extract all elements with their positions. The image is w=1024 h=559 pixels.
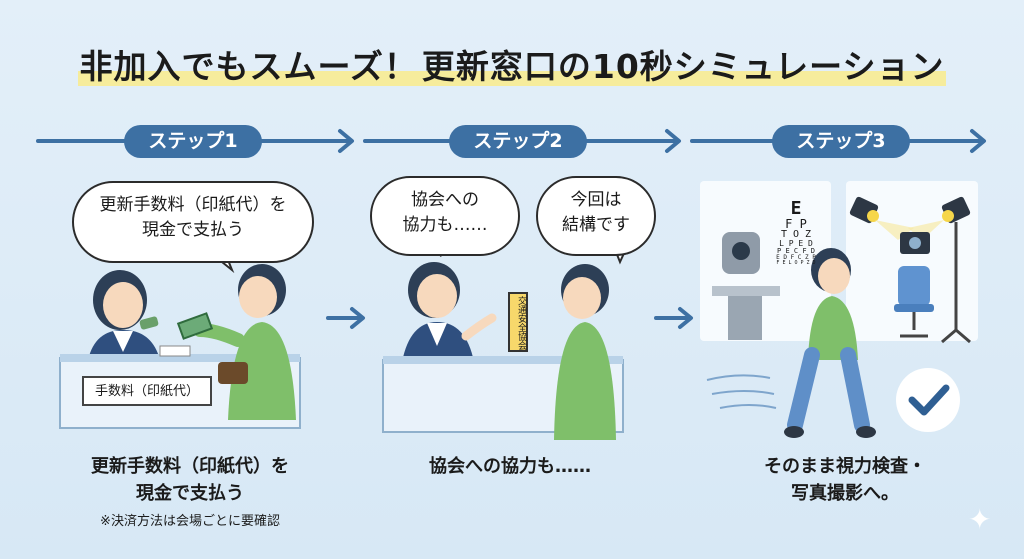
caption-step3: そのまま視力検査・ 写真撮影へ。 xyxy=(700,453,990,507)
cash-icon xyxy=(176,312,214,340)
customer-figure-2 xyxy=(554,264,616,440)
flow-arrowhead-1 xyxy=(350,307,365,329)
title-part1: 非加入でもスムーズ！ xyxy=(77,47,420,86)
timeline-arrowhead-3 xyxy=(970,129,986,153)
speech-bubble-1: 更新手数料（印紙代）を 現金で支払う xyxy=(72,181,314,263)
vision-machine xyxy=(712,232,780,340)
page-title: 非加入でもスムーズ！更新窓口の10秒シミュレーション xyxy=(0,40,1024,88)
timeline-arrowhead-2 xyxy=(665,129,681,153)
caption-step2: 協会への協力も…… xyxy=(429,456,591,477)
walking-person xyxy=(784,248,876,438)
bubble-1-line1: 更新手数料（印紙代）を xyxy=(99,195,287,215)
step-label-1: ステップ1 xyxy=(124,125,262,158)
sparkle-icon: ✦ xyxy=(968,503,992,536)
wallet-icon xyxy=(218,362,248,384)
bubble-2a-line1: 協会への xyxy=(411,190,479,210)
check-icon xyxy=(908,384,950,416)
caption-1-line2: 現金で支払う xyxy=(136,483,244,504)
caption-3-line2: 写真撮影へ。 xyxy=(791,483,899,504)
bubble-1-line2: 現金で支払う xyxy=(142,220,244,240)
customer-figure-1 xyxy=(176,264,296,420)
eye-chart-row: F E L O P Z D xyxy=(776,260,816,266)
studio-light-right xyxy=(908,196,971,344)
eye-chart-row: P E C F D xyxy=(777,247,815,255)
title-part2: 更新窓口の10秒シミュレーション xyxy=(419,47,947,86)
timeline-arrowhead-1 xyxy=(338,129,354,153)
eye-chart-row: F P xyxy=(785,217,807,231)
counter-top-1 xyxy=(60,354,300,362)
check-circle xyxy=(896,368,960,432)
payment-note: ※決済方法は会場ごとに要確認 xyxy=(100,514,280,529)
caption-3-line1: そのまま視力検査・ xyxy=(764,456,926,477)
caption-step1: 更新手数料（印紙代）を 現金で支払う xyxy=(40,453,340,507)
fee-sign: 手数料（印紙代） xyxy=(82,376,212,406)
eye-chart-row: E xyxy=(790,198,802,219)
speech-bubble-2a: 協会への 協力も…… xyxy=(370,176,520,256)
step-label-3: ステップ3 xyxy=(772,125,910,158)
eye-chart: E F P T O Z L P E D P E C F D E D F C Z … xyxy=(766,200,826,266)
bubble-2a-line2: 協力も…… xyxy=(402,215,488,235)
motion-lines xyxy=(706,374,777,409)
card-reader xyxy=(159,345,191,357)
clerk-figure-2 xyxy=(402,262,497,362)
camera-icon xyxy=(900,232,930,254)
counter-top-2 xyxy=(383,356,623,364)
speech-bubble-2b: 今回は 結構です xyxy=(536,176,656,256)
bubble-2b-line1: 今回は xyxy=(570,190,622,210)
eye-chart-row: T O Z xyxy=(780,229,812,240)
bubble-2b-line2: 結構です xyxy=(562,215,630,235)
association-sign: 交通安全協会 xyxy=(508,292,528,352)
step-label-2: ステップ2 xyxy=(449,125,587,158)
eye-chart-row: E D F C Z P xyxy=(776,254,816,261)
flow-arrowhead-2 xyxy=(678,307,693,329)
caption-1-line1: 更新手数料（印紙代）を xyxy=(91,456,289,477)
clerk-figure-1 xyxy=(88,270,160,360)
photo-chair xyxy=(894,266,934,338)
eye-chart-row: L P E D xyxy=(779,239,813,248)
